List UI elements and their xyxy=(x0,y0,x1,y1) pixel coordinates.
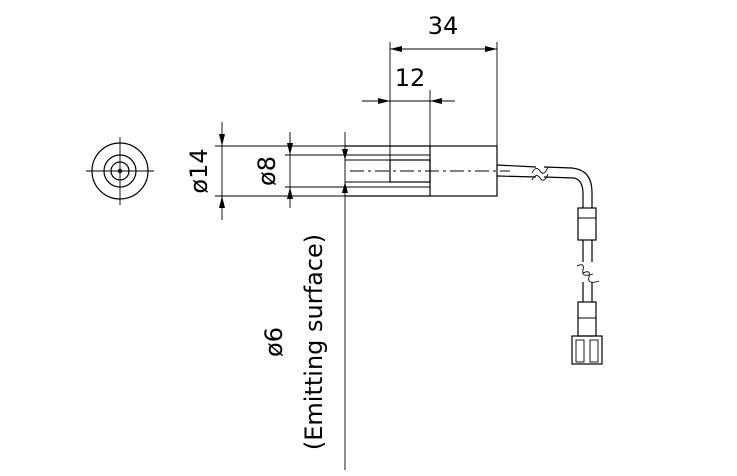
arrow-d8-bottom xyxy=(287,187,293,199)
arrow-emitting-top xyxy=(342,149,348,160)
cable-break-mark-2 xyxy=(531,173,549,181)
cable-wire-top-a xyxy=(496,164,537,168)
label-diameter-8: ø8 xyxy=(253,156,281,186)
length-34-dimension: 34 xyxy=(389,12,498,146)
cable xyxy=(496,164,600,302)
cable-sleeve xyxy=(577,207,597,241)
end-view xyxy=(86,137,154,205)
label-length-34: 34 xyxy=(428,12,459,40)
diameter-14-dimension: ø14 xyxy=(185,122,430,220)
connector xyxy=(571,301,603,365)
emitting-surface-dimension: ø6 (Emitting surface) xyxy=(260,132,395,470)
arrow-12-left xyxy=(378,98,390,104)
cable-elbow-outer xyxy=(571,167,593,193)
arrow-d8-top xyxy=(287,143,293,155)
arrow-34-right xyxy=(485,46,497,52)
connector-pin-left xyxy=(575,339,585,363)
connector-pin-right xyxy=(589,339,599,363)
arrow-d14-top xyxy=(219,134,225,146)
cable-break-mark-1 xyxy=(531,166,549,174)
side-view-body xyxy=(345,145,510,197)
diameter-8-dimension: ø8 xyxy=(253,132,430,208)
cable-wire-bottom-b xyxy=(543,176,575,179)
label-emitting-surface: (Emitting surface) xyxy=(300,234,328,450)
length-12-dimension: 12 xyxy=(362,64,455,160)
connector-neck xyxy=(577,301,597,337)
cable-break-mark-4 xyxy=(582,271,600,283)
arrow-12-right xyxy=(430,98,442,104)
connector-body xyxy=(571,335,603,365)
arrow-d14-bottom xyxy=(219,196,225,208)
cable-elbow-inner xyxy=(573,177,584,195)
label-diameter-6: ø6 xyxy=(260,327,288,357)
cable-wire-top-b xyxy=(543,166,573,169)
arrow-34-left xyxy=(390,46,402,52)
cable-wire-bottom-a xyxy=(496,175,537,178)
cable-break-mark-3 xyxy=(576,264,594,276)
label-diameter-14: ø14 xyxy=(185,148,213,193)
label-length-12: 12 xyxy=(395,64,426,92)
arrow-emitting-bottom xyxy=(342,182,348,193)
